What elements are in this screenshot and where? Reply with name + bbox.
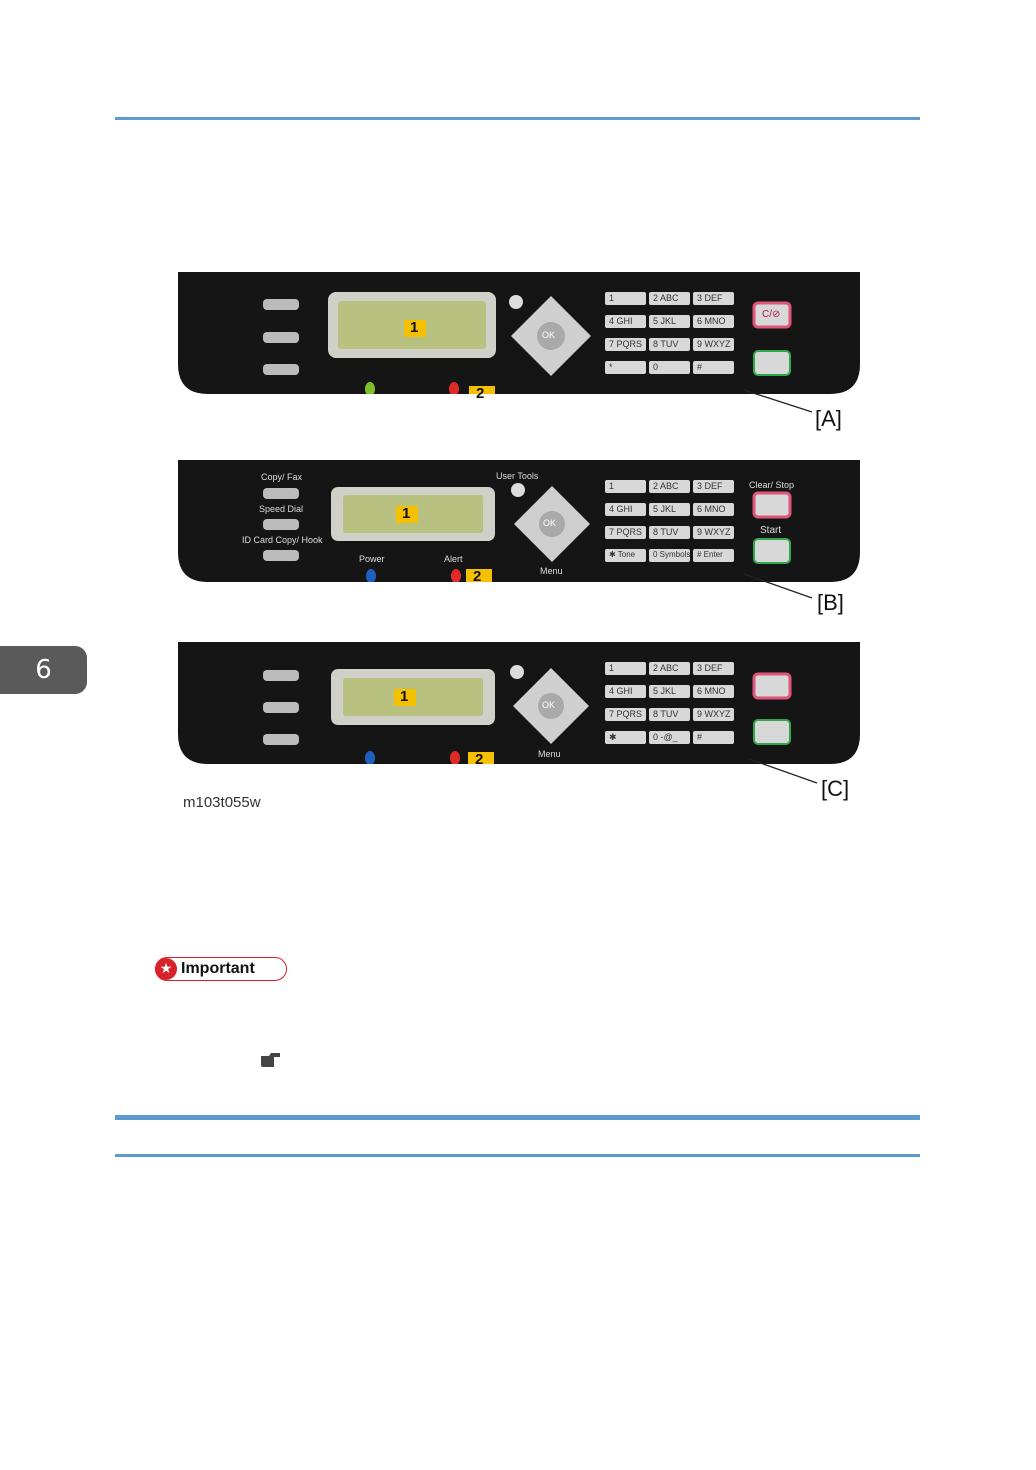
ok-button: OK bbox=[542, 330, 556, 340]
key-6: 6 MNO bbox=[697, 686, 726, 696]
key-0: 0 bbox=[653, 362, 659, 372]
key-3: 3 DEF bbox=[697, 481, 723, 491]
key-6: 6 MNO bbox=[697, 504, 726, 514]
key-6: 6 MNO bbox=[697, 316, 726, 326]
chapter-number: 6 bbox=[35, 655, 52, 685]
led-marker: 2 bbox=[473, 568, 482, 585]
callout-line-b bbox=[743, 573, 813, 599]
key-8: 8 TUV bbox=[653, 527, 679, 537]
key-5: 5 JKL bbox=[653, 686, 677, 696]
control-panel-c: 1 2 Menu OK 1 2 ABC 3 DEF 4 GHI 5 JKL 6 … bbox=[178, 642, 860, 768]
power-label: Power bbox=[359, 554, 385, 564]
key-2: 2 ABC bbox=[653, 481, 679, 491]
callout-line-a bbox=[743, 389, 813, 413]
key-7: 7 PQRS bbox=[609, 527, 643, 537]
key-star: * bbox=[609, 362, 613, 372]
key-3: 3 DEF bbox=[697, 293, 723, 303]
menu-label: Menu bbox=[540, 566, 563, 576]
led-marker: 2 bbox=[476, 385, 485, 402]
menu-label: Menu bbox=[538, 749, 561, 759]
key-0: 0 Symbols bbox=[653, 550, 691, 559]
alert-label: Alert bbox=[444, 554, 463, 564]
key-0: 0 -@_ bbox=[653, 732, 678, 742]
key-hash: # bbox=[697, 362, 703, 372]
pointing-hand-icon bbox=[261, 1053, 280, 1067]
key-star: ✱ Tone bbox=[609, 550, 636, 559]
chapter-tab: 6 bbox=[0, 646, 87, 694]
id-card-copy-label: ID Card Copy/ Hook bbox=[242, 535, 323, 545]
key-hash: # bbox=[697, 732, 703, 742]
callout-line-c bbox=[748, 758, 818, 784]
section-rule-top bbox=[115, 1115, 920, 1120]
key-8: 8 TUV bbox=[653, 709, 679, 719]
control-panel-a: 1 2 OK C/⊘ 1 2 ABC 3 DEF 4 GHI 5 JKL 6 M… bbox=[178, 272, 860, 402]
important-badge: ★ Important bbox=[155, 957, 287, 981]
lcd-marker: 1 bbox=[402, 505, 411, 522]
key-2: 2 ABC bbox=[653, 663, 679, 673]
key-7: 7 PQRS bbox=[609, 709, 643, 719]
star-icon: ★ bbox=[155, 958, 177, 980]
control-panel-b: 1 2 Copy/ Fax Speed Dial ID Card Copy/ H… bbox=[178, 460, 860, 585]
key-5: 5 JKL bbox=[653, 316, 677, 326]
important-label: Important bbox=[181, 960, 255, 977]
speed-dial-label: Speed Dial bbox=[259, 504, 304, 514]
key-9: 9 WXYZ bbox=[697, 709, 731, 719]
clear-stop-label: Clear/ Stop bbox=[749, 480, 795, 490]
callout-c: [C] bbox=[821, 776, 850, 801]
key-4: 4 GHI bbox=[609, 686, 633, 696]
callout-b: [B] bbox=[817, 590, 844, 615]
key-7: 7 PQRS bbox=[609, 339, 643, 349]
key-2: 2 ABC bbox=[653, 293, 679, 303]
figure-id-label: m103t055w bbox=[183, 794, 261, 811]
key-3: 3 DEF bbox=[697, 663, 723, 673]
lcd-marker: 1 bbox=[410, 319, 419, 336]
key-hash: # Enter bbox=[697, 550, 723, 559]
clear-stop-key: C/⊘ bbox=[762, 309, 781, 320]
lcd-marker: 1 bbox=[400, 688, 409, 705]
ok-button: OK bbox=[542, 700, 556, 710]
callout-a: [A] bbox=[815, 406, 842, 431]
key-star: ✱ bbox=[609, 732, 617, 742]
user-tools-label: User Tools bbox=[496, 471, 539, 481]
key-1: 1 bbox=[609, 293, 615, 303]
header-rule bbox=[115, 117, 920, 120]
key-1: 1 bbox=[609, 481, 615, 491]
key-4: 4 GHI bbox=[609, 316, 633, 326]
copy-fax-label: Copy/ Fax bbox=[261, 472, 303, 482]
ok-button: OK bbox=[543, 518, 557, 528]
key-4: 4 GHI bbox=[609, 504, 633, 514]
key-9: 9 WXYZ bbox=[697, 527, 731, 537]
key-5: 5 JKL bbox=[653, 504, 677, 514]
section-rule-bottom bbox=[115, 1154, 920, 1157]
key-9: 9 WXYZ bbox=[697, 339, 731, 349]
led-marker: 2 bbox=[475, 751, 484, 768]
key-8: 8 TUV bbox=[653, 339, 679, 349]
start-label: Start bbox=[760, 525, 782, 536]
key-1: 1 bbox=[609, 663, 615, 673]
